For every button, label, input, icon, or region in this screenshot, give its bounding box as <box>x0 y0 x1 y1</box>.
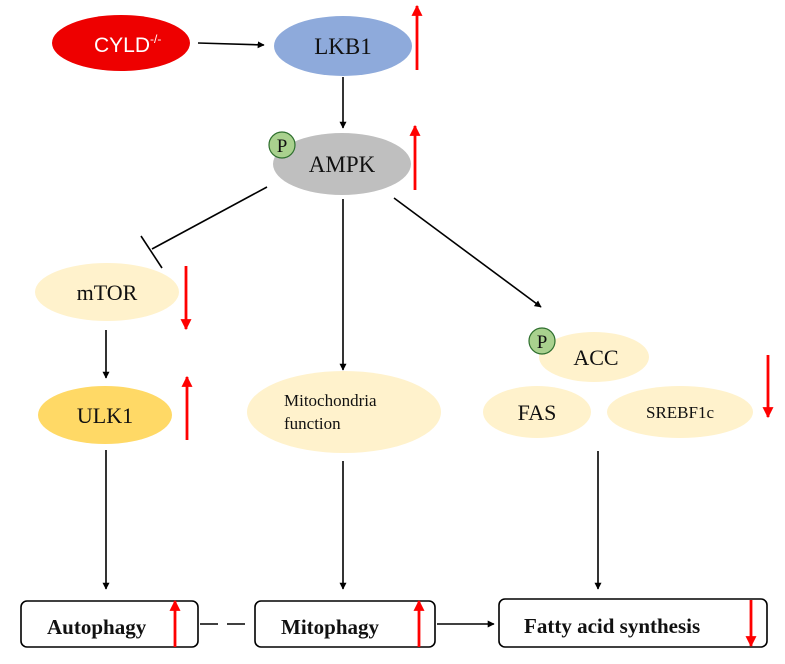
inhibition-bar <box>140 235 163 269</box>
node-ulk1: ULK1 <box>38 386 172 444</box>
fatty-acid-synthesis-label: Fatty acid synthesis <box>524 614 700 638</box>
ampk-label: AMPK <box>309 152 376 177</box>
edge-ampk-to-acc <box>393 197 542 308</box>
autophagy-label: Autophagy <box>47 615 147 639</box>
fas-ellipse <box>483 386 591 438</box>
svg-text:CYLD-/-: CYLD-/- <box>94 32 161 57</box>
mitochondria-label-line1: Mitochondria <box>284 391 377 410</box>
node-mtor: mTOR <box>35 263 179 321</box>
outcome-fatty-acid-synthesis: Fatty acid synthesis <box>498 598 768 648</box>
mtor-ellipse <box>35 263 179 321</box>
srebf1c-ellipse <box>607 386 753 438</box>
lkb1-label: LKB1 <box>314 34 372 59</box>
autophagy-box <box>20 600 199 648</box>
node-mitochondria-function: Mitochondria function <box>247 371 441 453</box>
mitochondria-ellipse <box>247 371 441 453</box>
acc-label: ACC <box>573 345 618 370</box>
cyld-ellipse <box>52 15 190 71</box>
fas-label: FAS <box>518 400 557 425</box>
edge-ampk-inhibits-mtor <box>151 186 268 250</box>
lkb1-ellipse <box>274 16 412 76</box>
ulk1-label: ULK1 <box>77 403 133 428</box>
ampk-phospho-label: P <box>277 136 288 157</box>
node-acc: ACC P <box>528 327 649 382</box>
node-ampk: AMPK P <box>268 131 411 195</box>
node-cyld: CYLD-/- <box>52 15 190 71</box>
srebf1c-label: SREBF1c <box>646 403 714 422</box>
regulation-indicators <box>169 4 774 648</box>
edges <box>102 41 602 628</box>
outcome-mitophagy: Mitophagy <box>254 600 436 648</box>
mtor-label: mTOR <box>77 280 138 305</box>
mitophagy-label: Mitophagy <box>281 615 380 639</box>
fatty-acid-synthesis-box <box>498 598 768 648</box>
ampk-phospho-badge <box>268 131 296 159</box>
edge-cyld-to-lkb1 <box>197 41 265 49</box>
acc-ellipse <box>539 332 649 382</box>
node-lkb1: LKB1 <box>274 16 412 76</box>
node-srebf1c: SREBF1c <box>607 386 753 438</box>
ampk-ellipse <box>273 133 411 195</box>
outcome-autophagy: Autophagy <box>20 600 199 648</box>
mitochondria-label-line2: function <box>284 414 341 433</box>
acc-phospho-label: P <box>537 332 548 353</box>
ulk1-ellipse <box>38 386 172 444</box>
mitophagy-box <box>254 600 436 648</box>
acc-phospho-badge <box>528 327 556 355</box>
cyld-label: CYLD <box>94 34 150 57</box>
cyld-superscript: -/- <box>150 32 161 46</box>
node-fas: FAS <box>483 386 591 438</box>
